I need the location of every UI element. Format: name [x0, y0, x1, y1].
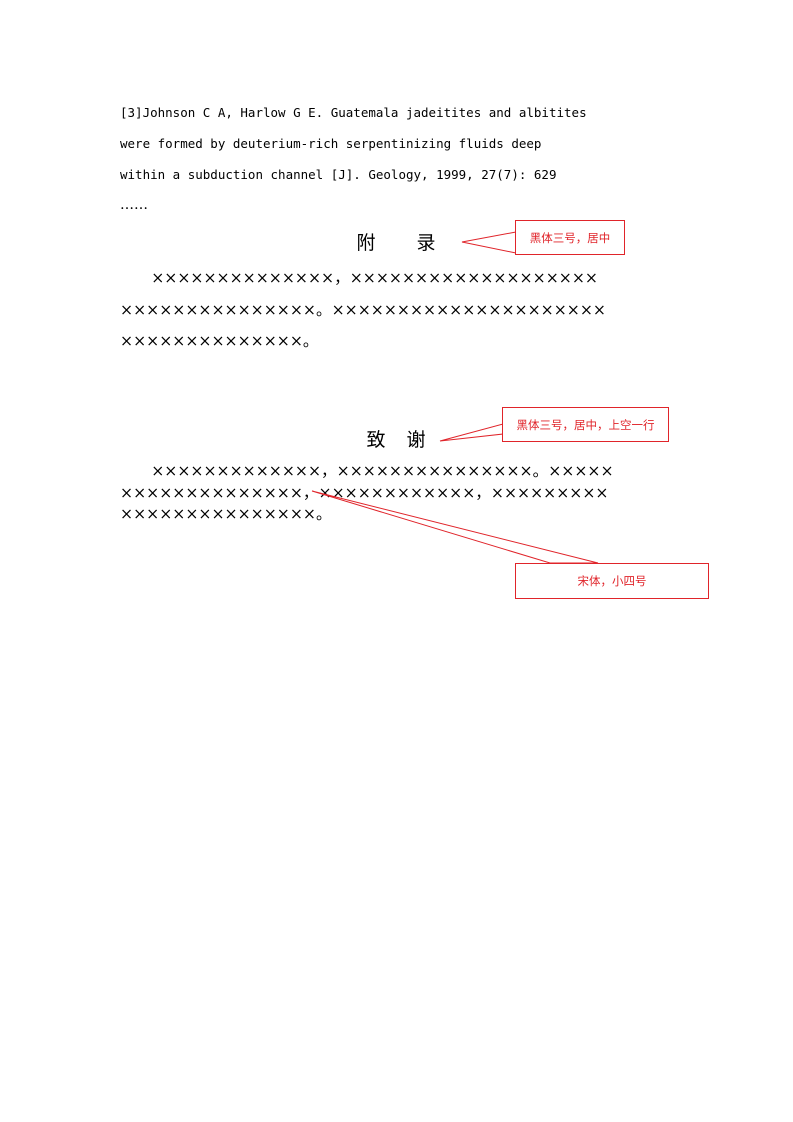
acknowledgement-text-line-3: ×××××××××××××××。: [120, 505, 332, 523]
reference-ellipsis: ……: [120, 197, 148, 213]
leader-appendix-heading: [461, 231, 517, 254]
reference-line-3: within a subduction channel [J]. Geology…: [120, 167, 557, 182]
reference-line-1: [3]Johnson C A, Harlow G E. Guatemala ja…: [120, 105, 587, 120]
appendix-text-line-3: ××××××××××××××。: [120, 332, 319, 350]
acknowledgement-text-line-1: ×××××××××××××，×××××××××××××××。×××××: [120, 462, 614, 480]
appendix-heading: 附 录: [356, 232, 437, 254]
acknowledgement-text-line-2: ××××××××××××××，××××××××××××，×××××××××: [120, 484, 609, 502]
annotation-ack-heading: 黑体三号，居中，上空一行: [502, 407, 669, 442]
annotation-appendix-heading: 黑体三号，居中: [515, 220, 625, 255]
leader-ack-heading: [439, 423, 504, 442]
reference-line-2: were formed by deuterium-rich serpentini…: [120, 136, 542, 151]
acknowledgement-heading: 致 谢: [366, 429, 427, 451]
appendix-text-line-1: ××××××××××××××，×××××××××××××××××××: [120, 269, 598, 287]
appendix-text-line-2: ×××××××××××××××。×××××××××××××××××××××: [120, 301, 606, 319]
leader-body-text: [311, 490, 599, 564]
annotation-body-text: 宋体，小四号: [515, 563, 709, 599]
